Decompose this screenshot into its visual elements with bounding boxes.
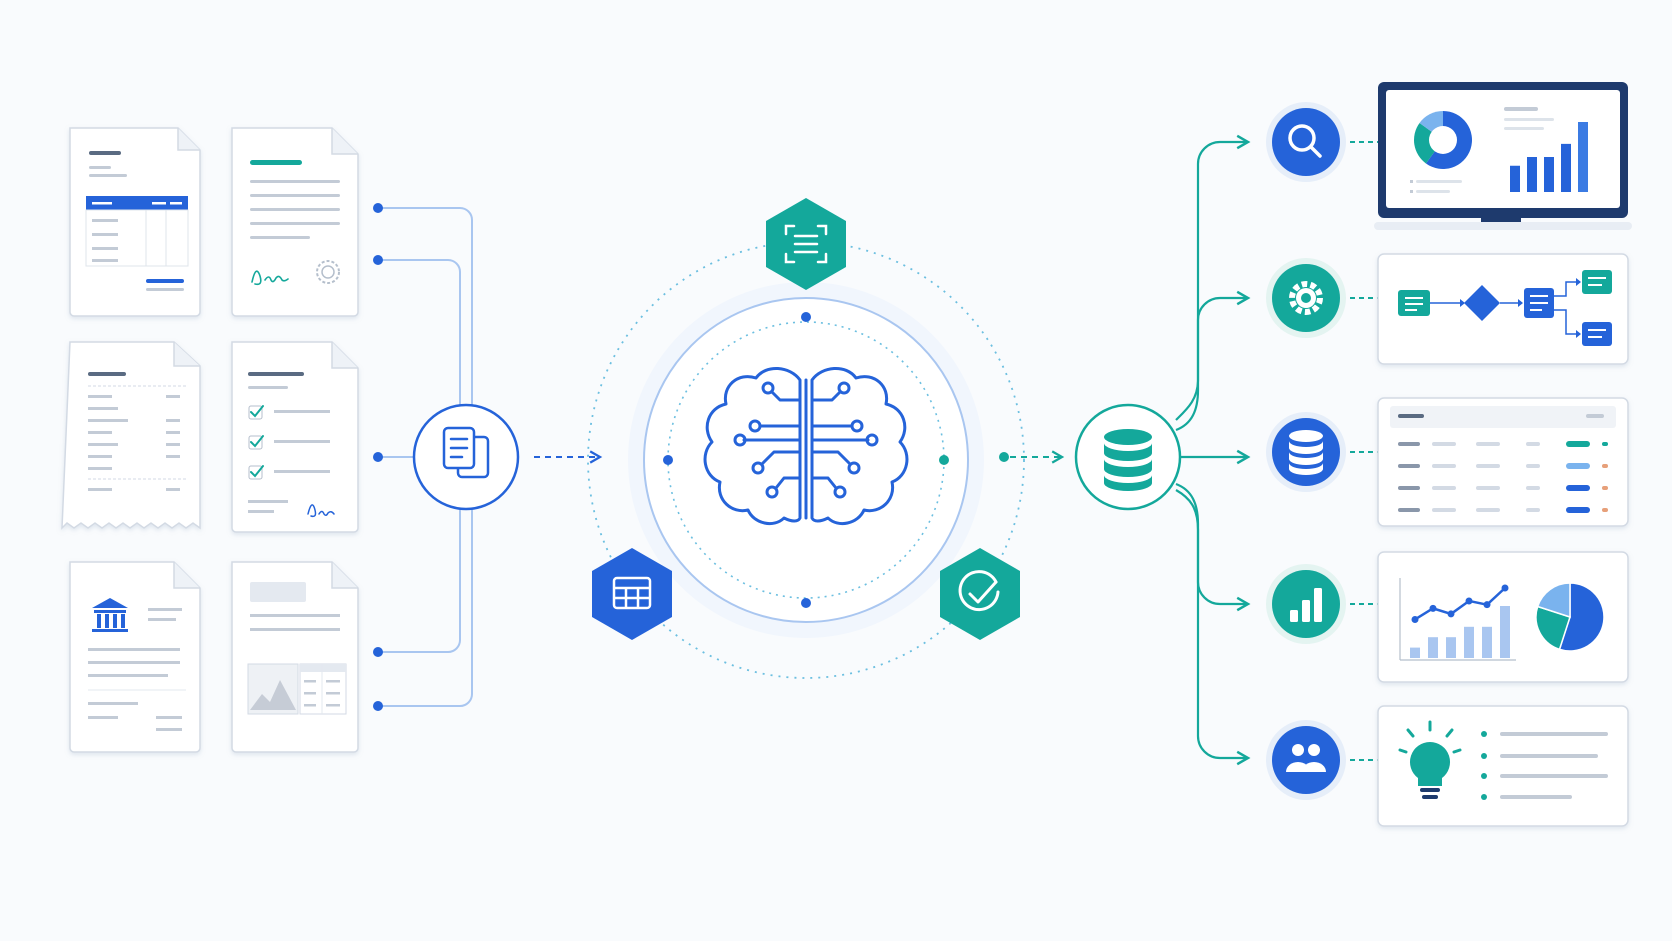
- trend-point: [1411, 615, 1419, 623]
- search-icon: [1288, 124, 1322, 158]
- document-bank-statement[interactable]: [69, 561, 201, 753]
- receipt-icon: [88, 372, 186, 491]
- connector-dots: [373, 203, 383, 711]
- users-icon: [1286, 744, 1326, 772]
- analytics-bar: [1428, 637, 1438, 658]
- bank-icon: [88, 598, 186, 731]
- spreadsheet-icon: [612, 576, 652, 610]
- pie-slice: [1535, 605, 1571, 651]
- bar-chart-icon: [1290, 588, 1322, 622]
- brain-circuit-icon[interactable]: [703, 367, 909, 526]
- document-invoice[interactable]: [69, 127, 201, 317]
- document-receipt[interactable]: [61, 341, 201, 530]
- trend-point: [1429, 604, 1437, 612]
- analytics-trend-line: [1411, 584, 1509, 623]
- analytics-pie-chart: [1535, 582, 1605, 652]
- table-row: [1398, 463, 1608, 469]
- insights-list: [1481, 731, 1608, 800]
- workflow-flowchart-icon: [1398, 270, 1612, 346]
- output-collaboration[interactable]: [1266, 720, 1346, 800]
- trend-point: [1465, 597, 1473, 605]
- dashboard-bar: [1561, 143, 1571, 192]
- dashboard-bar: [1510, 165, 1520, 192]
- trend-point: [1483, 601, 1491, 609]
- table-icon: [85, 151, 189, 291]
- database-output-icon: [1289, 430, 1323, 475]
- analytics-bar: [1446, 637, 1456, 658]
- dashboard-bar: [1544, 157, 1554, 192]
- image-icon: [247, 582, 347, 715]
- table-row: [1398, 441, 1608, 447]
- data-table-rows: [1398, 441, 1608, 513]
- dashboard-donut-chart: [1414, 111, 1472, 170]
- trend-polyline: [1414, 587, 1506, 621]
- trend-point: [1501, 584, 1509, 592]
- verified-check-icon: [958, 570, 1000, 612]
- panel-links: [1350, 141, 1378, 761]
- spreadsheet-satellite[interactable]: [592, 548, 672, 640]
- documents-icon: [442, 426, 490, 479]
- output-search[interactable]: [1266, 102, 1346, 182]
- document-checklist-form[interactable]: [231, 341, 359, 533]
- analytics-bar: [1482, 626, 1492, 658]
- analytics-bar: [1464, 626, 1474, 658]
- lightbulb-icon: [1398, 720, 1462, 799]
- analytics-bar-series: [1410, 606, 1510, 658]
- analytics-bar: [1500, 606, 1510, 658]
- donut-hole: [1429, 126, 1457, 154]
- pie-slice: [1536, 582, 1571, 619]
- signature-icon: [250, 160, 340, 286]
- checkbox-icon: [248, 372, 335, 518]
- table-row: [1398, 507, 1608, 513]
- dashboard-bar-chart: [1510, 122, 1588, 192]
- ocr-scan-icon: [784, 224, 828, 264]
- source-documents: [61, 127, 359, 753]
- ingest-connectors: [378, 207, 473, 707]
- dashboard-monitor-panel[interactable]: [1374, 82, 1632, 230]
- database-icon: [1104, 429, 1152, 491]
- data-table-panel[interactable]: [1377, 397, 1629, 527]
- verified-satellite[interactable]: [940, 548, 1020, 640]
- dashboard-bar: [1527, 157, 1537, 192]
- donut-slice: [1414, 122, 1443, 164]
- gear-icon: [1289, 281, 1323, 315]
- dashboard-bar: [1578, 122, 1588, 192]
- trend-point: [1447, 610, 1455, 618]
- output-connectors: [1175, 134, 1251, 766]
- table-row: [1398, 485, 1608, 491]
- analytics-bar: [1410, 647, 1420, 658]
